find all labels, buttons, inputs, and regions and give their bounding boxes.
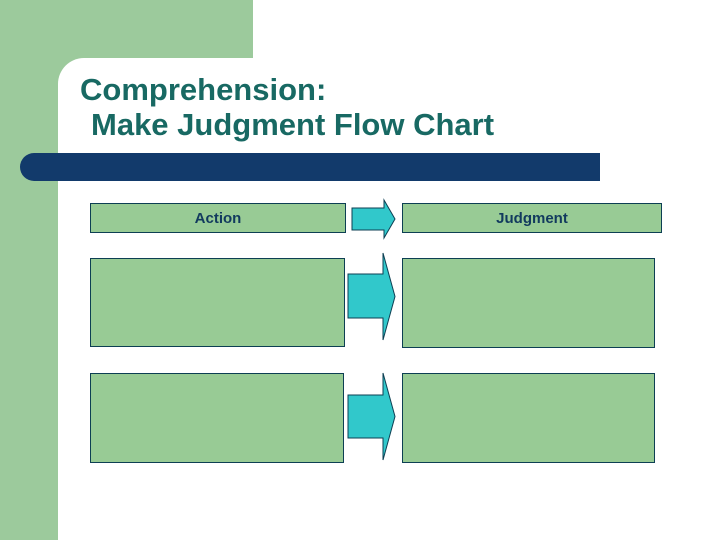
action-cell-row-2	[90, 373, 344, 463]
background-accent-left-strip	[0, 0, 58, 540]
slide-title: Comprehension: Make Judgment Flow Chart	[80, 72, 680, 142]
judgment-column-header-label: Judgment	[496, 209, 568, 227]
judgment-cell-row-1	[402, 258, 655, 348]
action-cell-row-1	[90, 258, 345, 347]
judgment-column-header: Judgment	[402, 203, 662, 233]
slide-title-line-1: Comprehension:	[80, 72, 327, 107]
slide-title-line-2: Make Judgment Flow Chart	[91, 107, 495, 142]
action-column-header-label: Action	[194, 209, 242, 227]
action-column-header: Action	[90, 203, 346, 233]
title-underline-bar	[20, 153, 600, 181]
judgment-cell-row-2	[402, 373, 655, 463]
